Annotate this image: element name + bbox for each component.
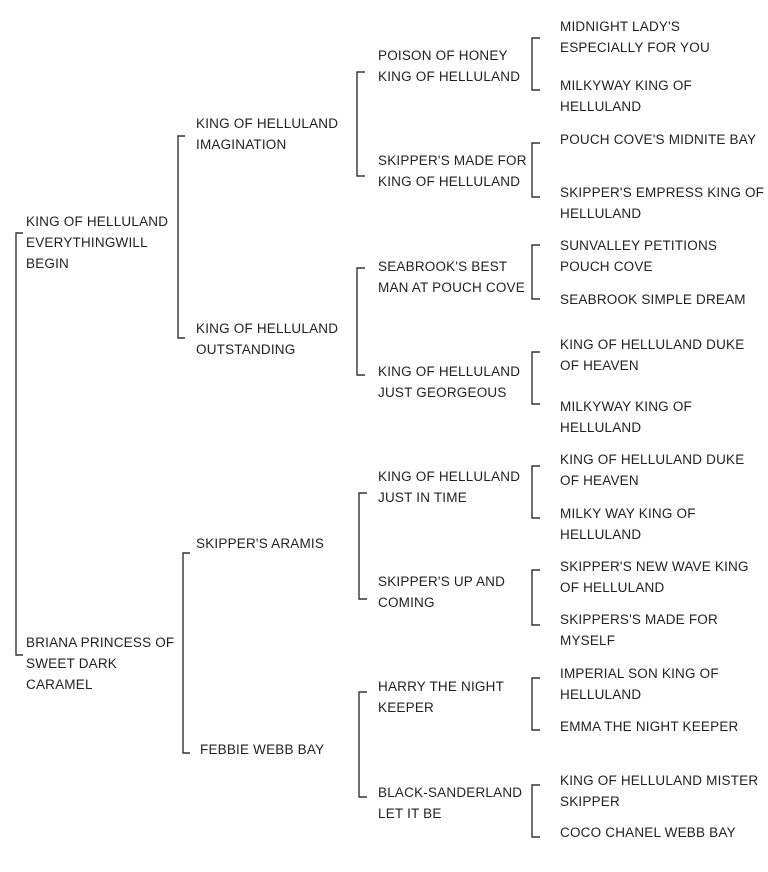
- sds-dam-name: SEABROOK SIMPLE DREAM: [560, 292, 746, 307]
- sss-dam-name: MILKYWAY KING OF HELLULAND: [560, 78, 692, 114]
- ddd-dam-name: COCO CHANEL WEBB BAY: [560, 825, 736, 840]
- sire-dam-name: KING OF HELLULAND OUTSTANDING: [196, 321, 339, 357]
- sds-sire-name: SUNVALLEY PETITIONS POUCH COVE: [560, 238, 718, 274]
- sd-dam-name: KING OF HELLULAND JUST GEORGEOUS: [378, 364, 521, 400]
- bracket-gen3-1: [356, 71, 365, 177]
- ds-sire-name: KING OF HELLULAND JUST IN TIME: [378, 469, 521, 505]
- dam-dam-name: FEBBIE WEBB BAY: [200, 742, 325, 757]
- dss-dam-name: MILKY WAY KING OF HELLULAND: [560, 506, 696, 542]
- bracket-gen4-3: [531, 244, 540, 300]
- ds-dam-name: SKIPPER'S UP AND COMING: [378, 574, 506, 610]
- bracket-gen4-1: [531, 37, 540, 91]
- dds-dam-name: EMMA THE NIGHT KEEPER: [560, 719, 739, 734]
- bracket-gen4-8: [531, 784, 540, 838]
- dd-sire-name: HARRY THE NIGHT KEEPER: [378, 679, 504, 715]
- bracket-gen4-7: [531, 677, 540, 731]
- ss-sire-name: POISON OF HONEY KING OF HELLULAND: [378, 48, 521, 84]
- bracket-gen3-4: [358, 691, 367, 798]
- bracket-gen4-4: [531, 351, 540, 405]
- dss-sire-name: KING OF HELLULAND DUKE OF HEAVEN: [560, 452, 745, 488]
- bracket-gen3-3: [358, 492, 367, 600]
- bracket-gen1: [15, 232, 23, 656]
- sdd-sire-name: KING OF HELLULAND DUKE OF HEAVEN: [560, 337, 745, 373]
- sd-sire-name: SEABROOK'S BEST MAN AT POUCH COVE: [378, 259, 525, 295]
- bracket-gen4-5: [531, 465, 540, 519]
- sss-sire-name: MIDNIGHT LADY'S ESPECIALLY FOR YOU: [560, 19, 710, 55]
- dsd-sire-name: SKIPPER'S NEW WAVE KING OF HELLULAND: [560, 559, 749, 595]
- dam-sire-name: SKIPPER'S ARAMIS: [196, 536, 325, 551]
- sdd-dam-name: MILKYWAY KING OF HELLULAND: [560, 399, 692, 435]
- ss-dam-name: SKIPPER'S MADE FOR KING OF HELLULAND: [378, 153, 527, 189]
- bracket-gen3-2: [356, 267, 365, 376]
- dd-dam-name: BLACK-SANDERLAND LET IT BE: [378, 785, 523, 821]
- bracket-gen4-6: [531, 569, 540, 626]
- ssd-dam-name: SKIPPER'S EMPRESS KING OF HELLULAND: [560, 185, 765, 221]
- dsd-dam-name: SKIPPERS'S MADE FOR MYSELF: [560, 612, 718, 648]
- bracket-gen2-dam: [182, 552, 190, 754]
- dds-sire-name: IMPERIAL SON KING OF HELLULAND: [560, 666, 719, 702]
- ddd-sire-name: KING OF HELLULAND MISTER SKIPPER: [560, 773, 759, 809]
- bracket-gen2-sire: [177, 135, 185, 339]
- ssd-sire-name: POUCH COVE'S MIDNITE BAY: [560, 132, 757, 147]
- dam-name: BRIANA PRINCESS OF SWEET DARK CARAMEL: [26, 635, 175, 692]
- sire-name: KING OF HELLULAND EVERYTHINGWILL BEGIN: [26, 214, 169, 271]
- sire-sire-name: KING OF HELLULAND IMAGINATION: [196, 116, 339, 152]
- bracket-gen4-2: [531, 142, 540, 198]
